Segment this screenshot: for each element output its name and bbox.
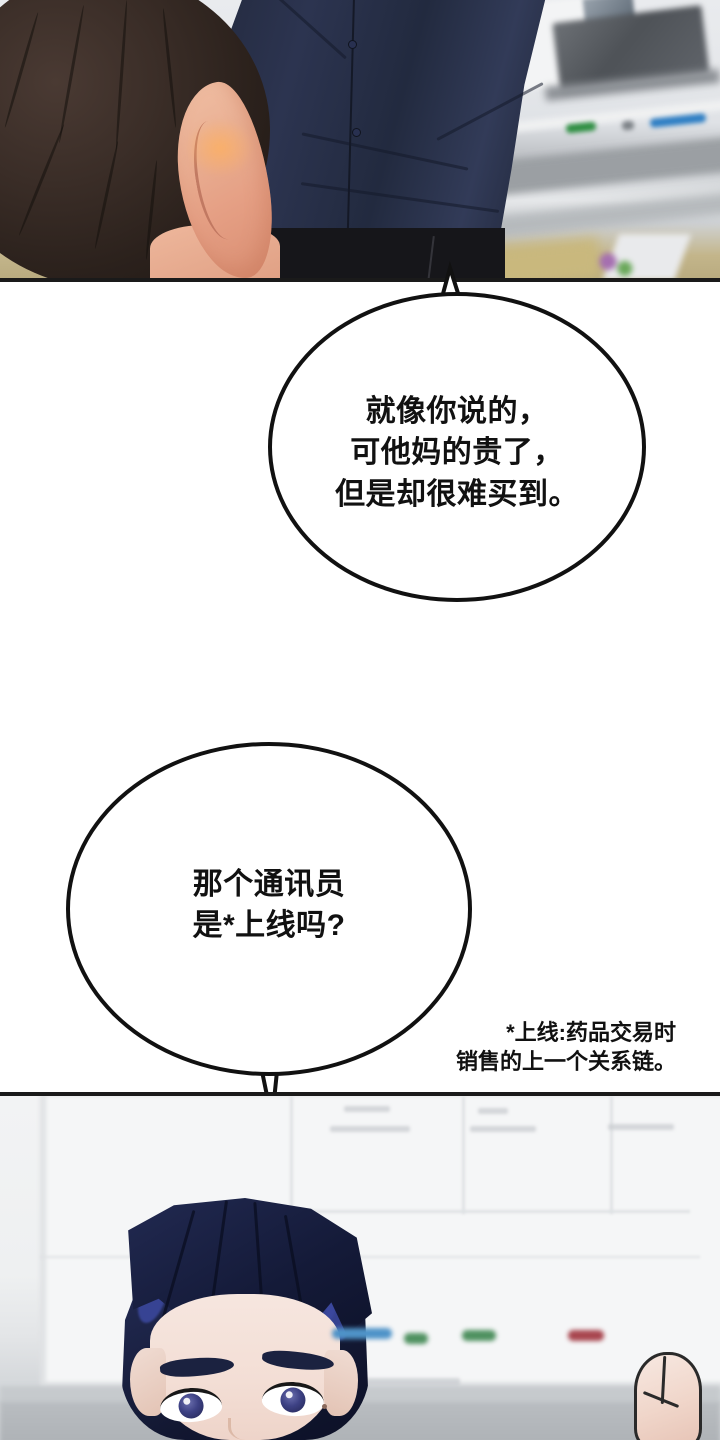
- footnote-text: *上线:药品交易时 销售的上一个关系链。: [455, 1020, 676, 1075]
- whiteboard-note-a: [344, 1106, 390, 1112]
- iris-left: [177, 1393, 205, 1420]
- whiteboard-note-d: [470, 1126, 536, 1132]
- speech-bubble-2[interactable]: 那个通讯员 是*上线吗?: [66, 742, 472, 1076]
- whiteboard-grid-h2: [40, 1256, 700, 1258]
- background-desk-clutter: [580, 234, 720, 278]
- shirt-button-lower: [352, 128, 361, 137]
- speech-bubble-1-text: 就像你说的， 可他妈的贵了， 但是却很难买到。: [335, 394, 579, 511]
- comic-panel-top: [0, 0, 720, 282]
- whiteboard-note-b: [330, 1126, 410, 1132]
- whiteboard-note-e: [608, 1124, 674, 1130]
- desk-marker-green-2: [462, 1330, 496, 1341]
- whiteboard-note-g: [340, 1378, 460, 1386]
- shirt-button-upper: [348, 40, 357, 49]
- character-navy-shirt: [230, 0, 550, 242]
- desk-marker-blue: [332, 1328, 392, 1339]
- desk-surface: [0, 1402, 720, 1440]
- whiteboard-grid-v2: [462, 1096, 465, 1214]
- desk-marker-green: [404, 1333, 428, 1344]
- iris-right: [279, 1387, 307, 1414]
- desk-marker-red: [568, 1330, 604, 1341]
- character-hand: [634, 1352, 702, 1440]
- ear-highlight: [185, 118, 255, 178]
- character-nose: [228, 1418, 257, 1440]
- speech-bubble-1[interactable]: 就像你说的， 可他妈的贵了， 但是却很难买到。: [268, 292, 646, 602]
- whiteboard-grid-h1: [290, 1210, 690, 1213]
- speech-bubble-2-text: 那个通讯员 是*上线吗?: [192, 867, 346, 942]
- whiteboard-grid-v3: [610, 1096, 613, 1214]
- face-mole: [322, 1404, 327, 1409]
- whiteboard-note-c: [478, 1108, 508, 1114]
- whiteboard-grid-v1: [290, 1096, 293, 1214]
